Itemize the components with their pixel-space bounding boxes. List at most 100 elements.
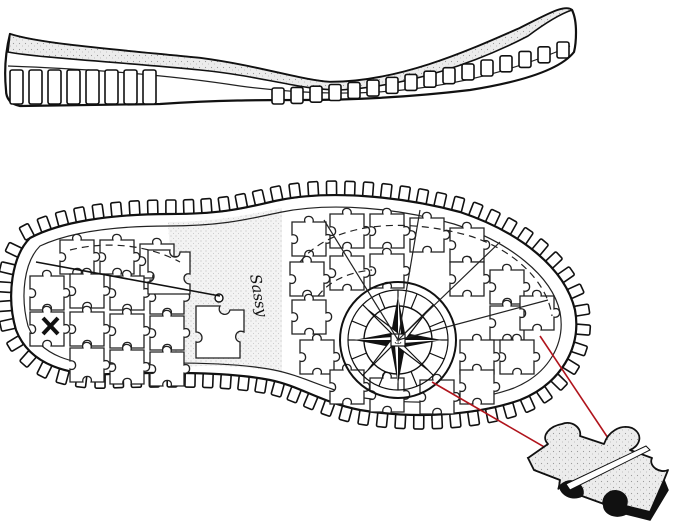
side-midsole-band [7,7,574,91]
puzzle-piece [29,269,71,311]
perimeter-lug [394,413,407,430]
side-lug [366,79,380,97]
puzzle-piece [109,269,151,311]
puzzle-piece [369,247,411,289]
side-lug [385,76,399,95]
puzzle-piece [369,371,411,413]
puzzle-piece [499,333,541,375]
detached-puzzle-piece [526,422,669,521]
perimeter-lug [531,238,549,256]
puzzle-piece [409,211,451,253]
side-lug [290,86,304,105]
svg-text:⚓: ⚓ [394,337,402,347]
perimeter-lug [201,372,214,389]
perimeter-lug [307,180,320,197]
puzzle-piece [449,221,491,263]
perimeter-lug [375,411,389,429]
side-lug [347,81,361,100]
puzzle-piece [289,255,331,297]
side-lug [47,69,62,105]
heel-x-mark [41,316,60,336]
perimeter-lug [219,373,232,390]
sole-side-view [4,7,578,108]
perimeter-lug [343,180,356,197]
heel-diagonal-line [35,261,221,297]
detached-piece-top [527,422,669,513]
puzzle-piece [109,343,151,385]
perimeter-lug [146,199,159,216]
side-lug [537,46,551,64]
perimeter-lug [19,350,37,368]
perimeter-lug [557,266,575,283]
perimeter-lug [545,251,563,269]
side-lug [461,63,475,81]
side-tread-lugs [9,41,570,105]
perimeter-lug [200,197,213,214]
loose-piece-arch-2 [147,249,191,295]
puzzle-piece [291,215,333,257]
puzzle-piece [519,289,561,331]
side-lug [423,70,437,88]
puzzle-piece [291,293,333,335]
perimeter-lug [431,413,444,430]
puzzle-piece [149,309,191,351]
puzzle-piece [69,267,111,309]
puzzle-piece [149,345,191,387]
detached-piece-stripe [565,445,651,491]
puzzle-piece [69,341,111,383]
perimeter-lug [184,372,196,388]
side-lug [9,69,24,105]
puzzle-piece [449,255,491,297]
forefoot-puzzle-pieces [289,207,561,415]
heel-dashed-curve [69,244,181,263]
side-lug [328,83,342,102]
puzzle-piece [329,363,371,405]
puzzle-piece [99,233,141,275]
side-lug [442,66,456,85]
puzzle-piece [369,207,411,249]
perimeter-lug [412,414,425,430]
loose-piece-arch-1 [195,305,245,359]
puzzle-piece [419,373,461,415]
perimeter-lug [182,198,195,215]
perimeter-lug [467,409,481,427]
side-lug [404,73,418,92]
puzzle-piece [69,305,111,347]
side-lug [85,69,100,105]
puzzle-piece [459,363,501,405]
side-lug [28,69,43,105]
side-lug [499,55,513,73]
perimeter-lug [449,412,462,429]
sole-bottom-view: Sassy ⚓ [0,180,592,430]
side-lug [123,69,138,105]
perimeter-lug [0,280,13,294]
perimeter-lug [575,323,592,336]
perimeter-lug [128,200,141,217]
perimeter-lug [165,199,177,215]
perimeter-lug [361,181,375,198]
fore-dashed-curve [299,224,553,317]
perimeter-lug [288,182,302,199]
side-lug [556,41,570,59]
perimeter-lug [550,373,568,391]
side-lug [480,59,494,77]
side-lug [104,69,119,105]
puzzle-piece [299,333,341,375]
fore-dashed-curve-2 [317,269,373,297]
compass-radials [323,209,549,341]
perimeter-lug [536,385,553,404]
perimeter-lug [517,226,534,245]
side-lug [142,69,157,105]
perimeter-lug [237,375,250,392]
side-lug [309,85,323,103]
perimeter-lug [217,195,231,213]
side-lug [66,69,81,105]
side-lug [518,50,532,69]
puzzle-piece [109,307,151,349]
puzzle-piece [329,207,371,249]
puzzle-piece [329,249,371,291]
perimeter-lug [379,182,393,200]
perimeter-lug [109,201,123,218]
perimeter-lug [325,180,338,196]
